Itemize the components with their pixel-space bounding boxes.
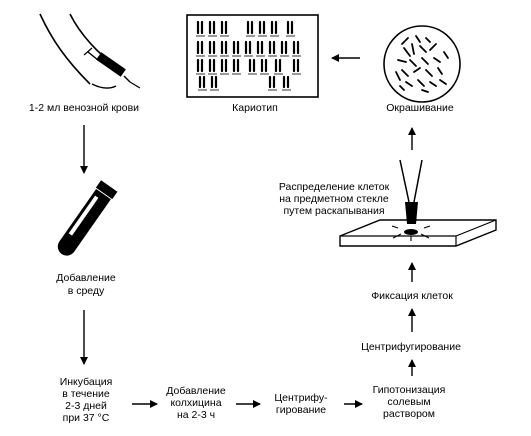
metaphase-chromosome (399, 85, 405, 91)
metaphase-chromosomes (395, 35, 449, 93)
label-colchicine-line-1: Добавление (166, 385, 226, 397)
label-colchicine-line-3: на 2-3 ч (177, 409, 215, 421)
dropper-on-slide-icon (339, 159, 497, 247)
karyotype-chromosome-pair (210, 75, 219, 91)
metaphase-chromosome (415, 35, 421, 43)
karyotype-chromosome-pair (208, 40, 217, 57)
label-centrifuge1: Центрифу-гирование (274, 392, 328, 416)
karyotype-chromosome-pair (258, 20, 267, 37)
karyotype-chromosome-pair (246, 20, 255, 37)
label-spreading-line-2: на предметном стекле (279, 193, 389, 205)
metaphase-chromosome (401, 69, 409, 77)
flow-arrows (80, 54, 416, 408)
karyotype-card-icon (186, 14, 319, 98)
label-hypotonic-line-3: раствором (383, 408, 435, 420)
karyotype-chromosome-pair (256, 40, 265, 57)
label-colchicine-line-2: колхицина (170, 397, 221, 409)
label-medium-line-2: в среду (68, 285, 105, 297)
label-blood-line-1: 1-2 мл венозной крови (29, 102, 139, 114)
metaphase-chromosome (439, 79, 447, 85)
label-centrifuge2-line-1: Центрифугирование (361, 341, 461, 353)
karyotype-chromosome-pair (260, 58, 269, 75)
metaphase-chromosome (429, 43, 437, 51)
label-centrifuge1-line-2: гирование (276, 404, 326, 416)
label-hypotonic-line-2: солевым (387, 396, 430, 408)
metaphase-chromosome (429, 81, 437, 87)
metaphase-chromosome (443, 51, 449, 59)
karyotype-chromosome-pair (208, 20, 217, 37)
karyotype-chromosome-pair (196, 40, 205, 57)
label-incubation-line-2: в течение (62, 388, 110, 400)
metaphase-chromosome (433, 57, 441, 63)
karyotype-chromosome-pair (292, 58, 301, 75)
label-incubation-line-4: при 37 °C (63, 412, 110, 424)
karyotype-chromosome-pair (282, 75, 291, 91)
metaphase-chromosome (401, 37, 409, 45)
metaphase-chromosome (413, 67, 421, 73)
karyotype-chromosome-pair (286, 20, 295, 37)
karyotype-chromosome-pair (198, 75, 207, 91)
karyotype-chromosome-pair (232, 58, 241, 75)
metaphase-chromosome (397, 59, 407, 63)
metaphase-chromosome (395, 71, 401, 81)
metaphase-chromosome (437, 67, 443, 75)
metaphase-chromosome (417, 79, 425, 87)
label-spreading-line-1: Распределение клеток (279, 181, 390, 193)
karyotype-chromosome-pair (248, 58, 257, 75)
karyotype-chromosome-pair (208, 58, 217, 75)
label-medium-line-1: Добавление (56, 272, 116, 284)
karyotype-chromosome-pair (268, 75, 277, 91)
label-fixation: Фиксация клеток (371, 290, 453, 302)
karyotype-chromosome-pair (268, 40, 277, 57)
label-staining: Окрашивание (386, 102, 454, 114)
label-karyotype-line-1: Кариотип (232, 102, 278, 114)
karyotype-chromosome-pair (220, 20, 229, 37)
label-staining-line-1: Окрашивание (386, 102, 454, 114)
label-centrifuge2: Центрифугирование (361, 341, 461, 353)
metaphase-chromosome (411, 43, 415, 55)
karyotype-chromosome-pair (196, 20, 205, 37)
label-centrifuge1-line-1: Центрифу- (274, 392, 328, 404)
stained-metaphase-dish-icon (383, 25, 461, 103)
metaphase-chromosome (419, 45, 427, 53)
karyotype-chromosome-pair (274, 58, 283, 75)
label-incubation-line-1: Инкубация (60, 376, 113, 388)
karyotype-chromosome-pair (196, 58, 205, 75)
karyotype-chromosome-pair (292, 40, 301, 57)
karyotype-chromosome-pair (270, 20, 279, 37)
metaphase-chromosome (405, 81, 413, 87)
label-spreading-line-3: путем раскапывания (283, 205, 384, 217)
karyotype-chromosome-pair (280, 40, 289, 57)
metaphase-chromosome (425, 37, 431, 43)
label-hypotonic-line-1: Гипотонизация (373, 384, 446, 396)
label-fixation-line-1: Фиксация клеток (371, 290, 453, 302)
test-tube-icon (57, 180, 118, 256)
metaphase-chromosome (421, 57, 429, 65)
label-blood: 1-2 мл венозной крови (29, 102, 139, 114)
label-karyotype: Кариотип (232, 102, 278, 114)
karyotype-chromosomes (196, 20, 301, 91)
karyotype-chromosome-pair (244, 40, 253, 57)
syringe-in-arm-icon (39, 13, 141, 89)
metaphase-chromosome (409, 59, 417, 67)
metaphase-chromosome (403, 47, 411, 57)
label-incubation-line-3: 2-3 дней (65, 400, 107, 412)
karyotype-chromosome-pair (220, 58, 229, 75)
metaphase-chromosome (421, 89, 429, 93)
metaphase-chromosome (425, 69, 433, 77)
karyotype-chromosome-pair (232, 40, 241, 57)
karyotype-chromosome-pair (220, 40, 229, 57)
